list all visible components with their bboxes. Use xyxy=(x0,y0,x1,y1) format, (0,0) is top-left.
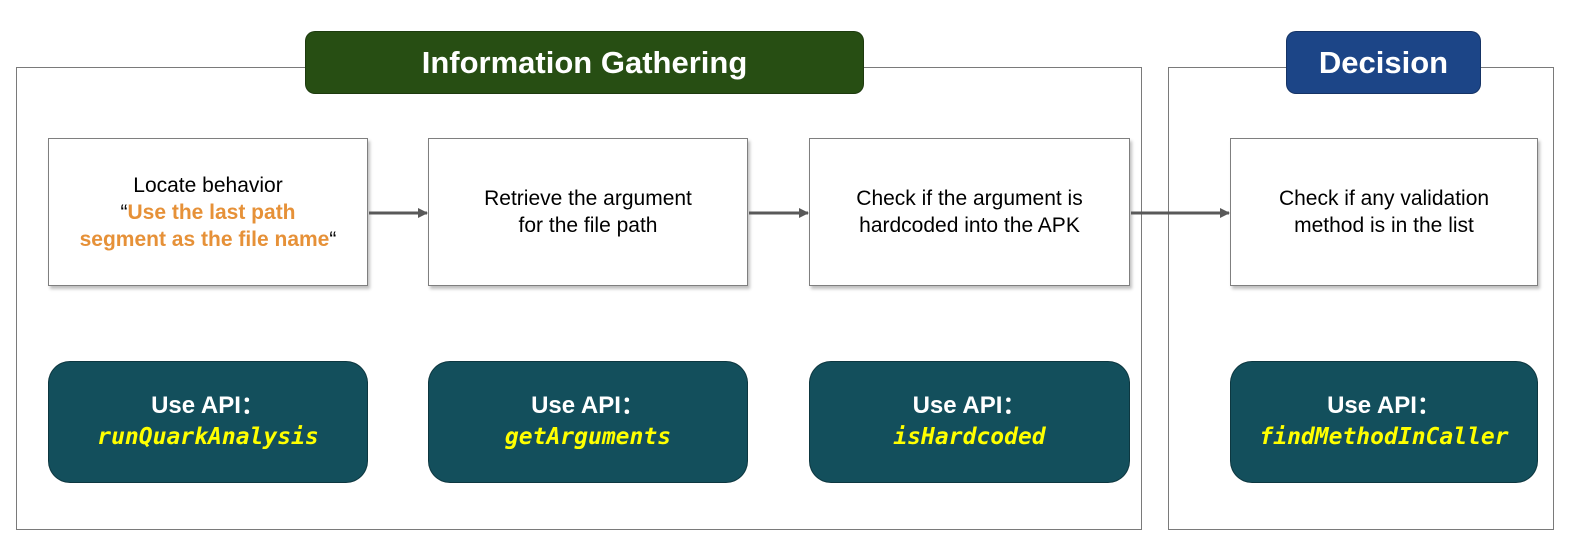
api-box-is-hardcoded: Use API： isHardcoded xyxy=(809,361,1130,483)
open-quote: “ xyxy=(120,200,128,224)
behavior-highlight-text: segment as the file name xyxy=(79,227,330,251)
step-quote-line-1: “Use the last path xyxy=(120,199,295,226)
api-box-run-quark-analysis: Use API： runQuarkAnalysis xyxy=(48,361,368,483)
information-gathering-header: Information Gathering xyxy=(305,31,864,94)
step-text: method is in the list xyxy=(1294,214,1474,237)
step-text: Retrieve the argument xyxy=(484,187,692,210)
step-check-hardcoded: Check if the argument is hardcoded into … xyxy=(809,138,1130,286)
step-text: Locate behavior xyxy=(133,173,283,197)
step-text: hardcoded into the APK xyxy=(859,214,1080,237)
api-name: findMethodInCaller xyxy=(1259,424,1509,450)
api-name: getArguments xyxy=(504,424,672,450)
api-box-get-arguments: Use API： getArguments xyxy=(428,361,748,483)
api-label: Use API： xyxy=(912,392,1027,419)
step-text: Check if the argument is xyxy=(856,187,1083,210)
step-locate-behavior: Locate behavior “Use the last path segme… xyxy=(48,138,368,286)
step-text: Check if any validation xyxy=(1278,187,1490,210)
api-label: Use API： xyxy=(151,392,265,419)
step-check-validation: Check if any validation method is in the… xyxy=(1230,138,1538,286)
step-text: for the file path xyxy=(518,214,658,237)
step-quote-line-2: segment as the file name“ xyxy=(80,226,337,253)
api-name: isHardcoded xyxy=(893,424,1046,450)
api-label: Use API： xyxy=(531,392,645,419)
api-label: Use API： xyxy=(1327,392,1441,419)
step-retrieve-argument: Retrieve the argument for the file path xyxy=(428,138,748,286)
behavior-highlight-text: Use the last path xyxy=(127,200,296,224)
close-quote: “ xyxy=(329,227,337,251)
decision-header: Decision xyxy=(1286,31,1481,94)
api-box-find-method-in-caller: Use API： findMethodInCaller xyxy=(1230,361,1538,483)
api-name: runQuarkAnalysis xyxy=(97,424,319,450)
